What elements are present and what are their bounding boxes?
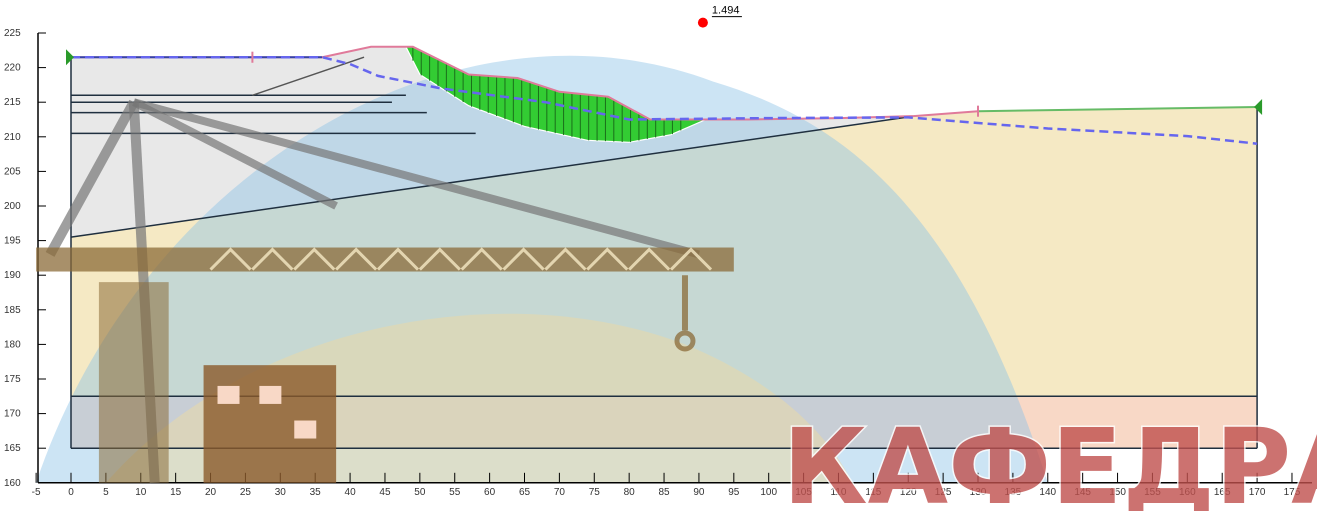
x-tick-label: 105	[795, 487, 812, 498]
crane-truss-icon	[293, 247, 336, 271]
y-tick-label: 190	[4, 270, 21, 281]
crane-truss-icon	[586, 247, 629, 271]
y-tick-label: 160	[4, 478, 21, 489]
x-tick-label: 145	[1074, 487, 1091, 498]
factor-of-safety-label: 1.494	[712, 5, 740, 17]
crane-tower-icon	[98, 282, 169, 483]
x-tick-label: 20	[205, 487, 217, 498]
crane-jib-tie-icon	[131, 98, 338, 210]
y-tick-label: 215	[4, 97, 21, 108]
x-tick-label: 160	[1179, 487, 1196, 498]
x-tick-label: 85	[658, 487, 670, 498]
x-tick-label: 65	[519, 487, 531, 498]
right-boundary-marker	[1254, 99, 1263, 116]
crane-truss-icon	[669, 247, 713, 271]
y-tick-label: 220	[4, 63, 21, 74]
x-tick-label: 75	[589, 487, 601, 498]
x-tick-label: 30	[275, 487, 287, 498]
x-tick-label: 45	[379, 487, 391, 498]
y-tick-label: 185	[4, 305, 21, 316]
x-tick-label: 80	[624, 487, 636, 498]
layer-boundary-line	[70, 115, 916, 238]
x-tick-label: 120	[900, 487, 917, 498]
x-tick-label: 150	[1109, 487, 1126, 498]
y-tick-label: 195	[4, 236, 21, 247]
crane-truss-icon	[628, 247, 671, 271]
x-tick-label: 95	[728, 487, 740, 498]
crane-jib-tie-icon	[132, 98, 700, 259]
x-tick-label: 15	[170, 487, 182, 498]
layer-boundary-line	[252, 56, 365, 96]
crane-truss-icon	[502, 247, 545, 271]
soil-layer-upper	[71, 46, 916, 238]
x-tick-label: 135	[1005, 487, 1022, 498]
x-tick-label: 115	[865, 487, 881, 498]
crane-truss-icon	[418, 247, 461, 271]
x-tick-label: 50	[414, 487, 426, 498]
x-tick-label: 90	[693, 487, 705, 498]
left-boundary-marker	[66, 49, 74, 66]
x-tick-label: 155	[1144, 487, 1161, 498]
x-tick-label: 10	[135, 487, 147, 498]
crane-truss-icon	[335, 247, 378, 271]
x-tick-label: 35	[310, 487, 322, 498]
y-tick-label: 175	[4, 374, 21, 385]
critical-center-point	[697, 17, 708, 28]
critical-center: 1.494	[697, 5, 742, 28]
crane-truss-icon	[460, 247, 503, 271]
x-tick-label: 170	[1249, 487, 1266, 498]
ground-surface-right	[977, 106, 1258, 113]
y-tick-label: 205	[4, 166, 21, 177]
water-table-line	[71, 55, 1258, 145]
crane-mast-icon	[45, 99, 139, 257]
y-tick-label: 170	[4, 409, 21, 420]
y-tick-label: 165	[4, 443, 21, 454]
x-tick-label: 5	[103, 487, 109, 498]
building-window-icon	[217, 385, 240, 404]
crane-truss-icon	[251, 247, 294, 271]
x-tick-label: 125	[935, 487, 952, 498]
crane-truss-icon	[376, 247, 420, 271]
y-tick-label: 200	[4, 201, 21, 212]
crane-truss-icon	[209, 247, 252, 271]
x-tick-label: 130	[970, 487, 987, 498]
watermark-text: КАФЕДРА	[783, 406, 1317, 511]
x-tick-label: 110	[830, 487, 846, 498]
building-window-icon	[259, 385, 282, 404]
x-tick-label: 165	[1214, 487, 1231, 498]
x-tick-label: 0	[68, 487, 74, 498]
x-tick-label: 60	[484, 487, 496, 498]
crane-truss-icon	[544, 247, 587, 271]
watermark: КАФЕДРА	[36, 98, 1317, 511]
x-tick-label: 25	[240, 487, 252, 498]
y-tick-label: 225	[4, 28, 21, 39]
x-tick-label: 55	[449, 487, 461, 498]
x-tick-label: 100	[760, 487, 777, 498]
x-tick-label: 70	[554, 487, 566, 498]
building-window-icon	[294, 420, 317, 439]
x-tick-label: -5	[32, 487, 41, 498]
x-tick-label: 140	[1039, 487, 1056, 498]
y-tick-label: 210	[4, 132, 21, 143]
x-tick-label: 175	[1284, 487, 1301, 498]
x-tick-label: 40	[345, 487, 357, 498]
y-tick-label: 180	[4, 339, 21, 350]
crane-hook-icon	[674, 330, 696, 352]
